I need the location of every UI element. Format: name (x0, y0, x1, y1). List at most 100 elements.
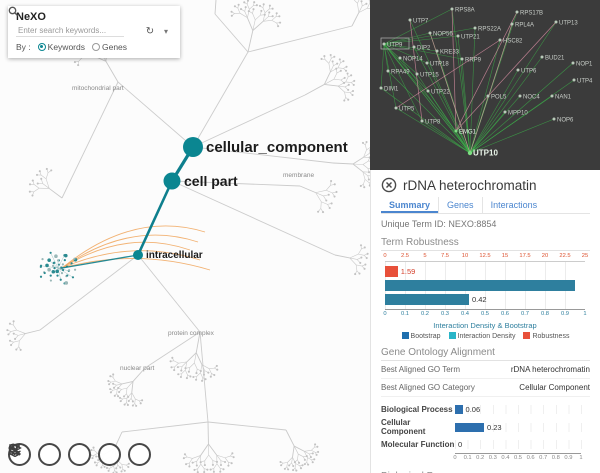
cluster-node[interactable] (56, 259, 60, 262)
cluster-node[interactable] (66, 274, 69, 277)
legend-item: Robustness (523, 332, 569, 340)
cluster-node[interactable] (60, 266, 63, 269)
tree-term-node[interactable] (163, 172, 181, 190)
cluster-node[interactable] (63, 254, 66, 257)
radio-genes[interactable]: Genes (91, 42, 127, 52)
cluster-node[interactable] (49, 251, 52, 254)
network-node[interactable] (415, 72, 419, 76)
cluster-node[interactable] (39, 275, 43, 278)
cluster-node[interactable] (55, 269, 59, 274)
cluster-node[interactable] (61, 263, 64, 266)
network-node[interactable] (467, 150, 473, 156)
network-node[interactable] (435, 49, 439, 53)
tree-leaf (188, 465, 191, 468)
cluster-node[interactable] (64, 281, 69, 285)
cluster-node[interactable] (52, 261, 55, 265)
network-node[interactable] (550, 94, 554, 98)
network-node[interactable] (425, 61, 429, 65)
tree-leaf (292, 469, 295, 472)
cluster-node[interactable] (63, 259, 66, 262)
tree-branch (292, 445, 295, 458)
network-node[interactable] (426, 89, 430, 93)
tab-genes[interactable]: Genes (439, 197, 483, 213)
network-node[interactable] (572, 78, 576, 82)
close-icon[interactable] (381, 177, 397, 193)
network-node[interactable] (516, 68, 520, 72)
network-node[interactable] (450, 7, 454, 11)
tab-summary[interactable]: Summary (381, 197, 440, 213)
tree-term-node[interactable] (183, 137, 203, 157)
tree-branch (338, 85, 345, 88)
radio-genes-dot[interactable] (91, 43, 100, 51)
network-node[interactable] (460, 57, 464, 61)
network-node[interactable] (454, 129, 458, 133)
cluster-node[interactable] (56, 274, 59, 277)
cluster-node[interactable] (49, 279, 52, 282)
network-edge (457, 35, 471, 154)
tree-branch (293, 445, 305, 452)
network-node[interactable] (503, 110, 507, 114)
network-node[interactable] (382, 42, 386, 46)
network-edge (461, 58, 471, 154)
network-node[interactable] (552, 117, 556, 121)
cluster-node[interactable] (47, 267, 51, 272)
network-node[interactable] (428, 31, 432, 35)
network-node[interactable] (379, 86, 383, 90)
network-node[interactable] (386, 69, 390, 73)
cluster-node[interactable] (67, 269, 71, 272)
network-node[interactable] (408, 18, 412, 22)
network-node[interactable] (398, 56, 402, 60)
cluster-node[interactable] (43, 271, 46, 275)
cluster-node[interactable] (51, 264, 55, 267)
axis-tick: 7.5 (440, 253, 450, 259)
cluster-node[interactable] (53, 267, 56, 270)
radio-keywords-dot[interactable] (37, 43, 46, 51)
radio-keywords[interactable]: Keywords (37, 42, 85, 52)
network-node[interactable] (518, 94, 522, 98)
expand-levels-button[interactable] (10, 443, 121, 466)
axis-tick: 0.5 (480, 311, 490, 317)
network-node[interactable] (540, 55, 544, 59)
tree-term-node[interactable] (133, 250, 143, 260)
cluster-node[interactable] (70, 262, 73, 265)
network-node[interactable] (456, 34, 460, 38)
cluster-node[interactable] (59, 278, 62, 281)
network-node[interactable] (571, 61, 575, 65)
cluster-node[interactable] (47, 258, 51, 262)
network-node[interactable] (554, 20, 558, 24)
network-node[interactable] (515, 10, 519, 14)
network-node[interactable] (420, 119, 424, 123)
zoom-out-button[interactable] (8, 443, 61, 466)
search-input[interactable] (16, 25, 124, 37)
tab-interactions[interactable]: Interactions (490, 200, 538, 210)
cluster-node[interactable] (61, 268, 65, 272)
cluster-node[interactable] (41, 258, 44, 261)
network-node[interactable] (498, 38, 502, 42)
tree-leaf (141, 399, 144, 402)
network-node[interactable] (394, 106, 398, 110)
cluster-node[interactable] (45, 263, 49, 268)
network-node[interactable] (486, 94, 490, 98)
cluster-node[interactable] (60, 272, 64, 275)
network-node[interactable] (473, 26, 477, 30)
network-node[interactable] (510, 22, 514, 26)
tree-leaf (358, 272, 361, 275)
network-node[interactable] (412, 45, 416, 49)
layers-button[interactable] (8, 443, 151, 466)
cluster-node[interactable] (71, 276, 75, 279)
cluster-node[interactable] (73, 257, 76, 260)
cluster-node[interactable] (51, 269, 56, 274)
cluster-node[interactable] (49, 274, 52, 277)
cluster-node[interactable] (54, 254, 58, 258)
chevron-down-icon[interactable]: ▾ (163, 26, 168, 36)
axis-tick: 20 (541, 253, 549, 259)
cluster-node[interactable] (73, 268, 77, 271)
cluster-node[interactable] (39, 265, 42, 268)
search-icon[interactable] (8, 6, 140, 37)
fit-to-screen-button[interactable] (9, 443, 91, 466)
tree-branch (18, 340, 20, 347)
reset-icon[interactable]: ↻ (145, 25, 155, 37)
tree-branch (255, 14, 261, 21)
